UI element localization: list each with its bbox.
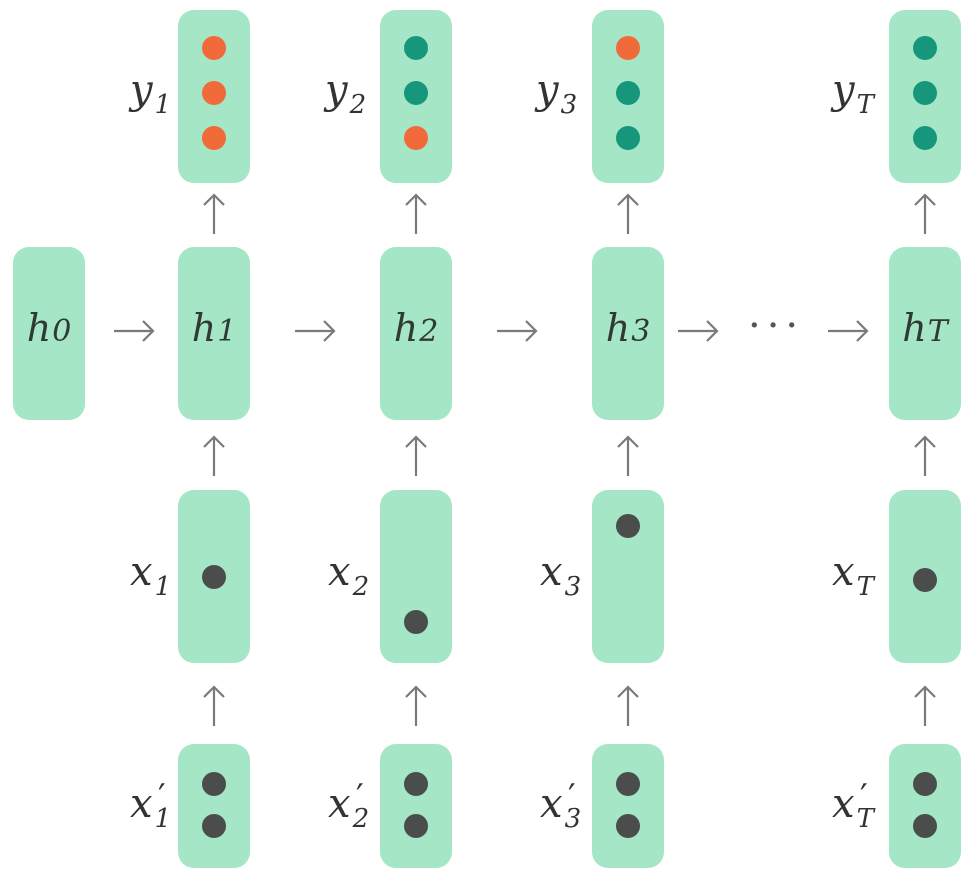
raw-input-xp3-dot-1	[616, 772, 640, 796]
arrow-up-xp3-x3	[614, 684, 642, 728]
raw-input-xp3-box	[592, 744, 664, 868]
raw-input-xp2-dot-2	[404, 814, 428, 838]
raw-input-xp1-dot-1	[202, 772, 226, 796]
arrow-up-hT-yT	[911, 192, 939, 236]
arrow-up-h3-y3	[614, 192, 642, 236]
output-y3-dot-3	[616, 126, 640, 150]
raw-input-xpT-label: x′T	[832, 777, 874, 834]
output-y1-dot-3	[202, 126, 226, 150]
hidden-h0-label: h0	[26, 306, 72, 350]
hidden-h1-label: h1	[191, 306, 237, 350]
output-y1-dot-2	[202, 81, 226, 105]
ellipsis: ···	[748, 303, 805, 349]
output-y1-label: y1	[130, 67, 172, 120]
arrow-up-h1-y1	[200, 192, 228, 236]
output-y3-box	[592, 10, 664, 183]
input-x2-dot	[404, 610, 428, 634]
arrow-right-h1-h2	[293, 317, 337, 345]
raw-input-xp1-box	[178, 744, 250, 868]
raw-input-xp1-dot-2	[202, 814, 226, 838]
input-xT-box	[889, 490, 961, 663]
input-xT-dot	[913, 568, 937, 592]
arrow-up-xT-hT	[911, 434, 939, 478]
arrow-right-h3-ellipsis	[676, 317, 720, 345]
arrow-up-xpT-xT	[911, 684, 939, 728]
output-y2-dot-3	[404, 126, 428, 150]
raw-input-xp3-label: x′3	[540, 777, 582, 834]
output-y2-box	[380, 10, 452, 183]
hidden-h2-box: h2	[380, 247, 452, 420]
arrow-up-h2-y2	[402, 192, 430, 236]
arrow-up-x3-h3	[614, 434, 642, 478]
output-y3-label: y3	[536, 67, 578, 120]
output-y2-dot-2	[404, 81, 428, 105]
arrow-right-ellipsis-hT	[826, 317, 870, 345]
arrow-up-xp2-x2	[402, 684, 430, 728]
input-x1-box	[178, 490, 250, 663]
raw-input-xp2-box	[380, 744, 452, 868]
output-yT-label: yT	[832, 67, 874, 120]
raw-input-xp2-label: x′2	[328, 777, 370, 834]
output-yT-box	[889, 10, 961, 183]
hidden-h1-box: h1	[178, 247, 250, 420]
raw-input-xpT-box	[889, 744, 961, 868]
output-yT-dot-1	[913, 36, 937, 60]
hidden-h2-label: h2	[393, 306, 439, 350]
hidden-h3-label: h3	[605, 306, 651, 350]
input-x3-box	[592, 490, 664, 663]
hidden-hT-label: hT	[902, 306, 948, 350]
output-y2-dot-1	[404, 36, 428, 60]
output-yT-dot-2	[913, 81, 937, 105]
hidden-hT-box: hT	[889, 247, 961, 420]
input-x1-dot	[202, 565, 226, 589]
raw-input-xpT-dot-1	[913, 772, 937, 796]
raw-input-xpT-dot-2	[913, 814, 937, 838]
input-x3-dot	[616, 514, 640, 538]
input-x3-label: x3	[540, 549, 582, 602]
input-xT-label: xT	[832, 549, 874, 602]
arrow-up-x2-h2	[402, 434, 430, 478]
arrow-up-xp1-x1	[200, 684, 228, 728]
output-y3-dot-1	[616, 36, 640, 60]
hidden-h0-box: h0	[13, 247, 85, 420]
output-y1-dot-1	[202, 36, 226, 60]
raw-input-xp2-dot-1	[404, 772, 428, 796]
input-x2-label: x2	[328, 549, 370, 602]
output-y1-box	[178, 10, 250, 183]
raw-input-xp3-dot-2	[616, 814, 640, 838]
input-x2-box	[380, 490, 452, 663]
arrow-right-h0-h1	[112, 317, 156, 345]
output-yT-dot-3	[913, 126, 937, 150]
output-y2-label: y2	[325, 67, 367, 120]
input-x1-label: x1	[130, 549, 172, 602]
output-y3-dot-2	[616, 81, 640, 105]
arrow-up-x1-h1	[200, 434, 228, 478]
raw-input-xp1-label: x′1	[130, 777, 172, 834]
arrow-right-h2-h3	[495, 317, 539, 345]
hidden-h3-box: h3	[592, 247, 664, 420]
